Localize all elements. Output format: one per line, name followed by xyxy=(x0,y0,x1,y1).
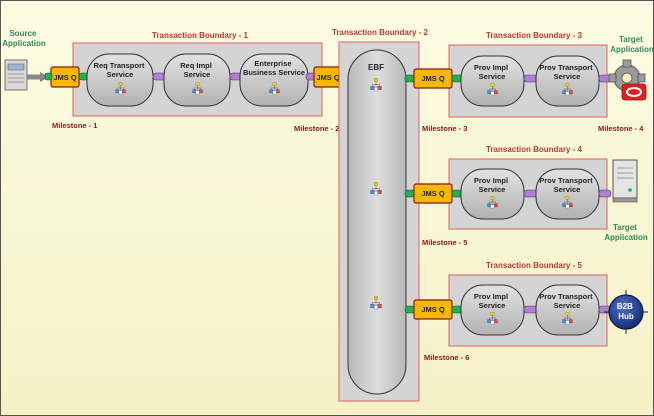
source-application-label: Source Application xyxy=(2,29,46,48)
milestone-2-label: Milestone - 2 xyxy=(294,124,339,133)
prov-impl-service-1: Prov Impl Service xyxy=(460,55,525,107)
svg-text:Enterprise Business Serv: Enterprise Business Service xyxy=(243,59,305,77)
prov-impl-service-3: Prov Impl Service xyxy=(460,284,525,336)
prov-transport-service-3: Prov Transport Service xyxy=(535,284,600,336)
oracle-gear-icon xyxy=(608,59,647,101)
ebf-label: EBF xyxy=(368,63,384,72)
jms-queue-4: JMS Q xyxy=(413,183,453,204)
svg-text:JMS Q: JMS Q xyxy=(421,305,445,314)
svg-text:JMS Q: JMS Q xyxy=(421,189,445,198)
req-impl-service: Req Impl Service xyxy=(163,53,231,107)
svg-text:Prov Transport Service: Prov Transport Service xyxy=(539,176,594,194)
transaction-boundary-2-title: Transaction Boundary - 2 xyxy=(332,28,429,37)
source-application-icon xyxy=(4,59,28,91)
svg-text:Prov Transport Service: Prov Transport Service xyxy=(539,292,594,310)
prov-transport-service-1: Prov Transport Service xyxy=(535,55,600,107)
svg-text:Prov Impl Service: Prov Impl Service xyxy=(474,292,510,310)
milestone-1-label: Milestone - 1 xyxy=(52,121,97,130)
server-icon xyxy=(612,159,638,203)
target-application-2-label: Target Application xyxy=(604,223,648,242)
jms-queue-2: JMS Q xyxy=(313,66,343,88)
milestone-4-label: Milestone - 4 xyxy=(598,124,644,133)
transaction-boundary-3-title: Transaction Boundary - 3 xyxy=(486,31,583,40)
jms-queue-3: JMS Q xyxy=(413,68,453,89)
prov-transport-service-2: Prov Transport Service xyxy=(535,168,600,220)
svg-text:JMS Q: JMS Q xyxy=(316,73,340,82)
b2b-hub-icon: B2B Hub xyxy=(604,290,648,334)
svg-text:Prov Impl Service: Prov Impl Service xyxy=(474,176,510,194)
milestone-3-label: Milestone - 3 xyxy=(422,124,467,133)
milestone-5-label: Milestone - 5 xyxy=(422,238,467,247)
transaction-boundary-1-title: Transaction Boundary - 1 xyxy=(152,31,249,40)
transaction-boundary-5-title: Transaction Boundary - 5 xyxy=(486,261,583,270)
svg-text:B2B Hub: B2B Hub xyxy=(617,302,635,321)
target-application-1-label: Target Application xyxy=(610,35,654,54)
svg-text:Prov Impl Service: Prov Impl Service xyxy=(474,63,510,81)
prov-impl-service-2: Prov Impl Service xyxy=(460,168,525,220)
milestone-6-label: Milestone - 6 xyxy=(424,353,469,362)
svg-text:Req Impl Service: Req Impl Service xyxy=(180,61,214,79)
svg-text:Req Transport Service: Req Transport Service xyxy=(94,61,147,79)
svg-text:JMS Q: JMS Q xyxy=(53,73,77,82)
transaction-boundary-4-title: Transaction Boundary - 4 xyxy=(486,145,583,154)
svg-text:Prov Transport Service: Prov Transport Service xyxy=(539,63,594,81)
svg-text:JMS Q: JMS Q xyxy=(421,74,445,83)
req-transport-service: Req Transport Service xyxy=(86,53,154,107)
enterprise-business-service: Enterprise Business Service xyxy=(239,53,309,107)
ebf-pipeline xyxy=(347,49,407,395)
jms-queue-1: JMS Q xyxy=(50,66,80,88)
jms-queue-5: JMS Q xyxy=(413,299,453,320)
